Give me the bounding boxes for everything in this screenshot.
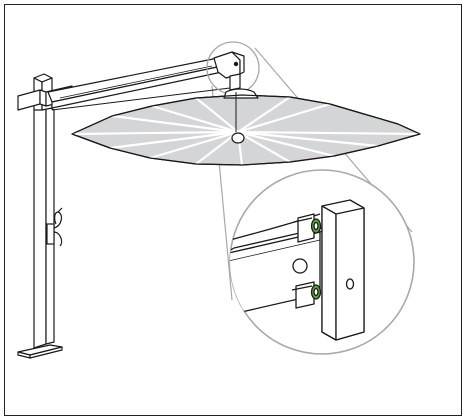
- arm-joint: [213, 51, 245, 91]
- canopy: [71, 88, 421, 166]
- tension-cable: [51, 87, 231, 111]
- figure-border: [4, 4, 462, 416]
- mast: [33, 73, 55, 349]
- crank-handle: [46, 207, 63, 247]
- base-plate: [17, 344, 63, 359]
- detail-lower-bolt: [291, 281, 322, 309]
- detail-upper-bolt: [293, 213, 322, 243]
- detail-bracket-plate: [321, 199, 365, 341]
- detail-callout: [229, 169, 415, 355]
